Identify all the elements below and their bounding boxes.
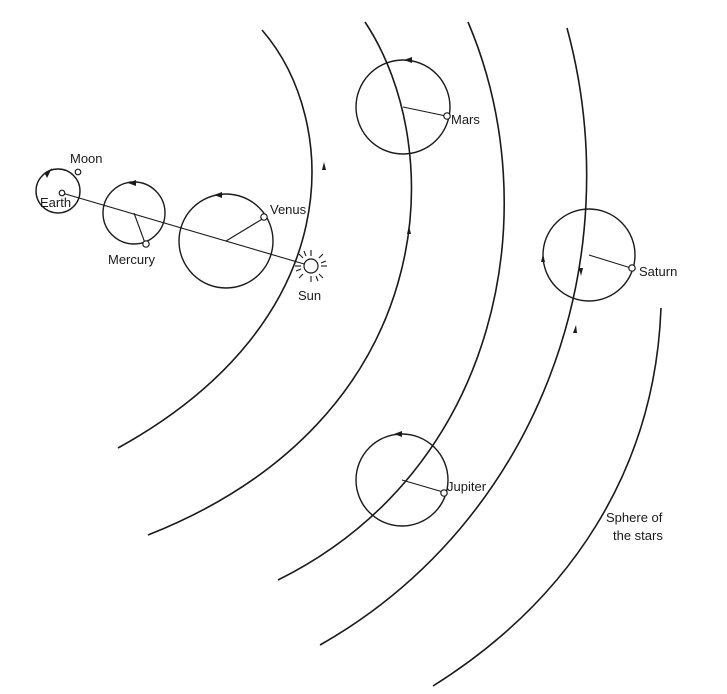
moon-dot (74, 168, 82, 176)
saturn-dot (628, 264, 636, 272)
saturn-deferent-arc (319, 27, 588, 646)
sun-label: Sun (298, 288, 321, 303)
stars-sphere-arc (432, 307, 662, 687)
jupiter-deferent-arc (277, 21, 506, 581)
mars-label: Mars (451, 112, 480, 127)
mars-deferent-arrow (407, 226, 411, 234)
saturn-epicycle-arrow (541, 254, 545, 262)
jupiter-label: Jupiter (447, 479, 487, 494)
mercury-dot (142, 240, 150, 248)
moon-label: Moon (70, 151, 103, 166)
jupiter-dot (440, 489, 448, 497)
saturn-radius (588, 254, 632, 269)
mars-epicycle (355, 59, 451, 155)
mars-epicycle-arrow (404, 57, 412, 63)
venus-epicycle (178, 193, 274, 289)
mercury-label: Mercury (108, 252, 155, 267)
mars-deferent-arc (147, 21, 413, 536)
saturn-deferent-arrow (579, 268, 583, 276)
venus-epicycle-arrow (214, 192, 222, 198)
venus-radius (225, 217, 265, 242)
mercury-epicycle-arrow (128, 180, 136, 186)
moon-epicycle-arrow (45, 168, 52, 178)
earth-dot (58, 189, 66, 197)
stars-label-line2: the stars (613, 528, 663, 543)
jupiter-radius (401, 479, 444, 493)
saturn-label: Saturn (639, 264, 677, 279)
mars-radius (402, 106, 447, 117)
sun-deferent-arrow (322, 162, 326, 170)
jupiter-epicycle-arrow (394, 431, 402, 437)
venus-dot (260, 213, 268, 221)
earth-label: Earth (40, 195, 71, 210)
sun-icon (295, 250, 327, 282)
stars-label-line1: Sphere of (606, 510, 663, 525)
jupiter-deferent-arrow (573, 325, 577, 333)
mars-dot (443, 112, 451, 120)
moon-epicycle (35, 168, 81, 214)
mercury-radius (133, 212, 146, 244)
sun-deferent-arc (117, 29, 313, 449)
venus-label: Venus (270, 202, 307, 217)
